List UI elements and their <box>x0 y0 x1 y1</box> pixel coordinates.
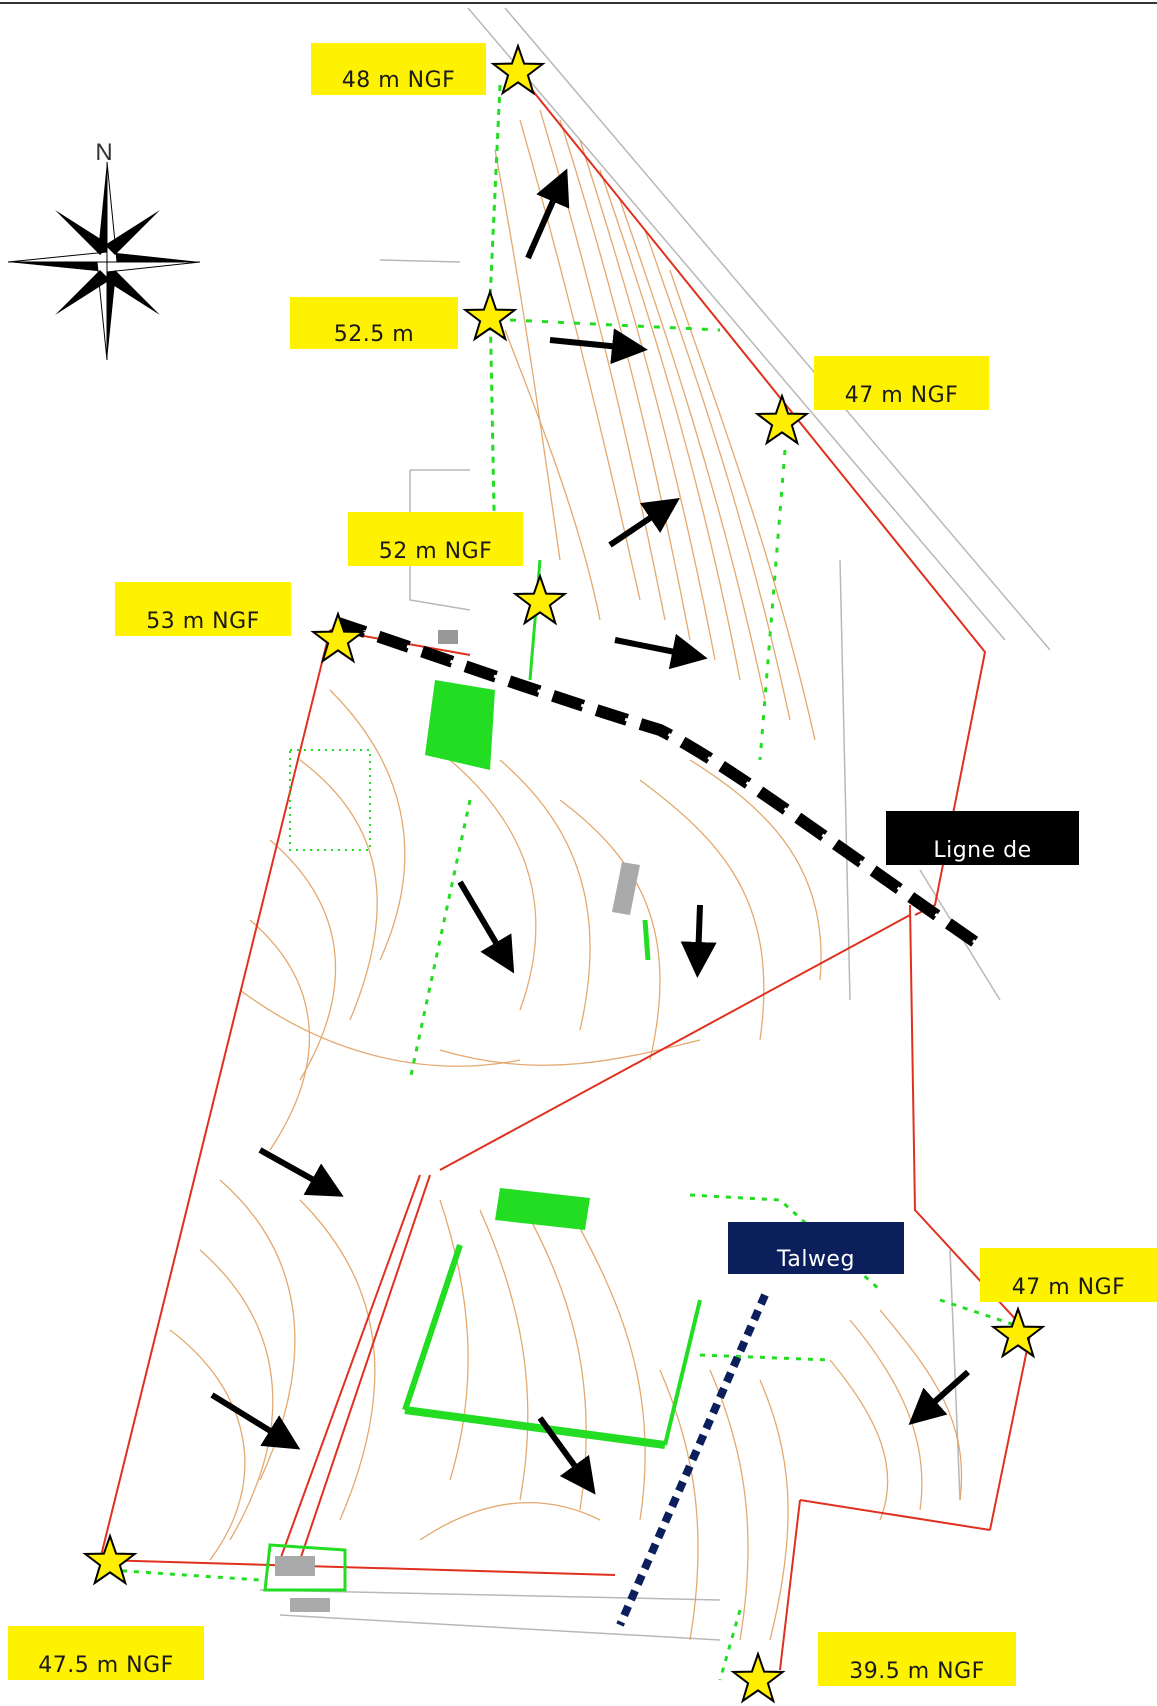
vegetation <box>109 84 1031 1681</box>
elevation-label-53: 53 m NGF <box>115 582 291 636</box>
slope-arrow <box>614 633 708 670</box>
elevation-label-52-5: 52.5 m <box>290 297 458 349</box>
elevation-label-52: 52 m NGF <box>348 512 523 566</box>
slope-arrow <box>680 904 717 978</box>
compass-rose: N <box>7 139 201 361</box>
elevation-star <box>512 572 568 626</box>
elevation-label-47-east: 47 m NGF <box>814 356 989 410</box>
ridge-line-label: Ligne de <box>886 811 1079 865</box>
slope-arrow <box>457 880 515 974</box>
slope-arrow <box>908 1369 970 1425</box>
elevation-star <box>310 610 366 664</box>
elevation-stars <box>82 42 1046 1704</box>
buildings <box>275 630 640 1612</box>
slope-arrow <box>210 1392 301 1450</box>
road-lines <box>259 7 1051 1641</box>
slope-arrow <box>258 1147 344 1197</box>
elevation-star <box>490 42 546 96</box>
slope-arrow <box>549 328 648 365</box>
elevation-star <box>462 288 518 342</box>
slope-arrow <box>525 168 570 260</box>
compass-north-letter: N <box>95 139 112 166</box>
ridge-line <box>333 616 979 947</box>
elevation-label-47-5: 47.5 m NGF <box>8 1626 204 1680</box>
talweg-label: Talweg <box>728 1222 904 1274</box>
elevation-star <box>82 1532 138 1586</box>
slope-arrow <box>608 497 680 548</box>
elevation-star <box>990 1305 1046 1359</box>
slope-arrows <box>210 168 970 1495</box>
elevation-label-47-southeast: 47 m NGF <box>980 1248 1157 1302</box>
elevation-label-48: 48 m NGF <box>311 43 486 95</box>
elevation-star <box>730 1650 786 1704</box>
talweg-line <box>616 1293 769 1627</box>
slope-arrow <box>537 1416 596 1495</box>
elevation-label-39-5: 39.5 m NGF <box>818 1632 1016 1686</box>
elevation-star <box>754 392 810 446</box>
